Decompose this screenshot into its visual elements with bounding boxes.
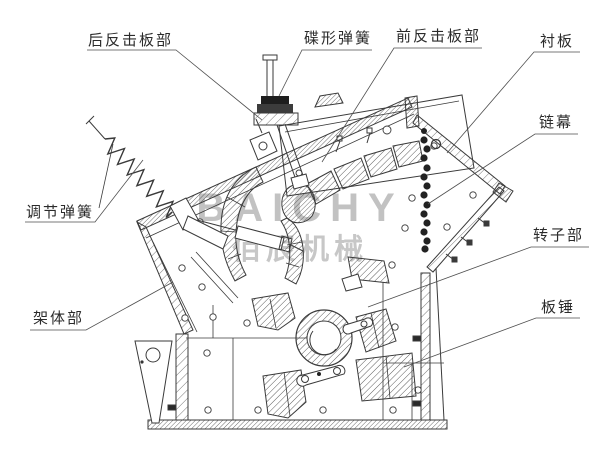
leader-rotor [367, 246, 589, 308]
label-disc-spring: 碟形弹簧 [304, 30, 373, 47]
leader-liner [446, 51, 580, 154]
leader-frame [30, 281, 174, 331]
label-liner: 衬板 [540, 33, 575, 50]
leader-blow-bar [403, 317, 580, 368]
blow-bars [251, 256, 417, 419]
adjusting-spring [85, 115, 304, 253]
label-chain-curtain: 链幕 [539, 114, 574, 131]
label-front-impact-plate: 前反击板部 [396, 28, 482, 45]
label-blow-bar: 板锤 [541, 299, 576, 316]
leader-chain-curtain [427, 133, 578, 205]
leader-front-impact-plate [321, 47, 482, 163]
casing-frame [98, 92, 514, 430]
disc-spring-assembly [253, 54, 310, 190]
rear-impact-plate [220, 118, 278, 282]
leader-rear-impact-plate [87, 49, 263, 121]
label-rear-impact-plate: 后反击板部 [88, 32, 174, 49]
rotor [295, 309, 353, 367]
cover-handle [314, 92, 344, 108]
support-bracket [134, 340, 173, 424]
leader-adjusting-spring [25, 159, 144, 223]
chain-curtain [420, 128, 442, 253]
rotor-link-arms [296, 273, 374, 387]
leader-lines [25, 47, 589, 368]
label-adjusting-spring: 调节弹簧 [26, 204, 95, 221]
label-frame: 架体部 [33, 310, 85, 327]
label-rotor: 转子部 [533, 227, 585, 244]
leader-disc-spring [278, 49, 372, 97]
front-impact-plate [278, 94, 475, 285]
machine-base [147, 419, 448, 430]
